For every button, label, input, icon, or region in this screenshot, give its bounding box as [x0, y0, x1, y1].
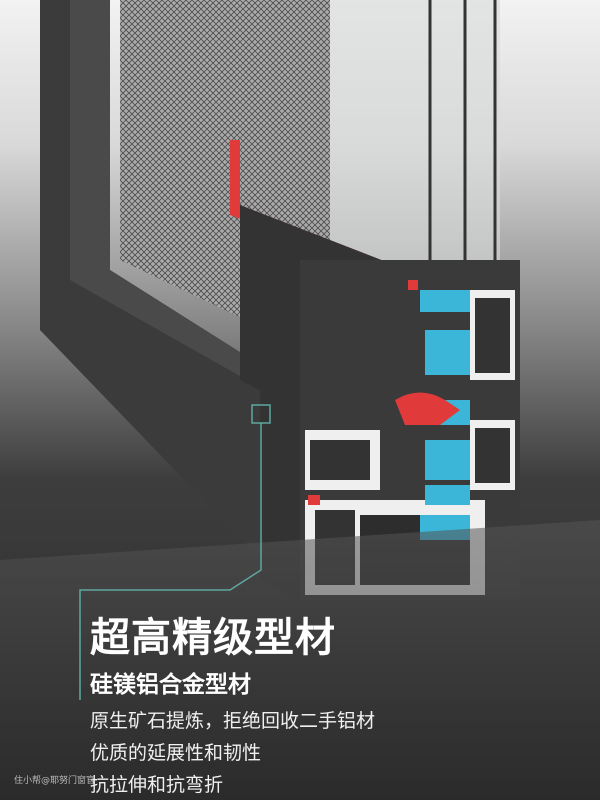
headline: 超高精级型材	[90, 615, 336, 661]
feature-item: 原生矿石提炼，拒绝回收二手铝材	[90, 710, 376, 732]
watermark: 住小帮@耶努门窗官方账号	[14, 776, 94, 786]
annotation-line	[79, 404, 271, 700]
frame-inner	[70, 0, 300, 410]
feature-item: 优质的延展性和韧性	[90, 742, 262, 764]
glass-pane	[330, 0, 500, 270]
feature-item: 抗拉伸和抗弯折	[90, 774, 224, 796]
subheadline: 硅镁铝合金型材	[90, 672, 251, 698]
